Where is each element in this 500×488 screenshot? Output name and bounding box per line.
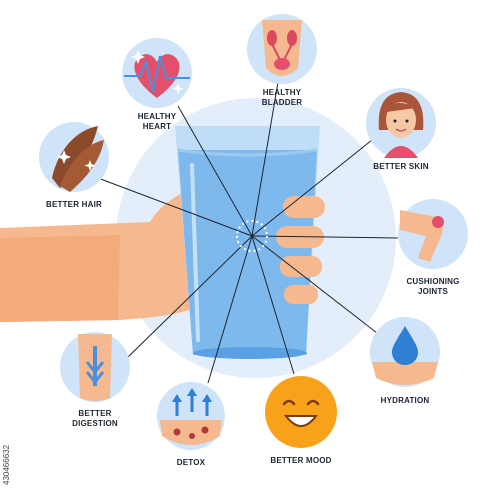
label-better-digestion: BETTER DIGESTION	[72, 409, 118, 428]
label-better-hair: BETTER HAIR	[46, 200, 102, 209]
knee-joint-icon	[398, 199, 468, 269]
center-hub	[236, 220, 268, 252]
bladder-icon	[247, 14, 317, 84]
hair-icon	[39, 122, 109, 192]
label-healthy-heart: HEALTHY HEART	[137, 112, 177, 131]
smiley-icon	[265, 376, 337, 448]
water-drop-icon	[370, 317, 440, 387]
label-healthy-bladder: HEALTHY BLADDER	[261, 88, 303, 107]
label-better-mood: BETTER MOOD	[270, 456, 332, 465]
label-hydration: HYDRATION	[380, 396, 430, 405]
connector-lines	[97, 81, 399, 384]
stomach-icon	[60, 332, 130, 402]
detox-icon	[157, 382, 225, 450]
label-detox: DETOX	[176, 458, 206, 467]
label-better-skin: BETTER SKIN	[373, 162, 429, 171]
woman-face-icon	[366, 88, 436, 158]
stock-id: 430466632	[2, 444, 11, 485]
heart-icon	[122, 38, 192, 108]
label-cushioning-joints: CUSHIONING JOINTS	[406, 277, 460, 296]
